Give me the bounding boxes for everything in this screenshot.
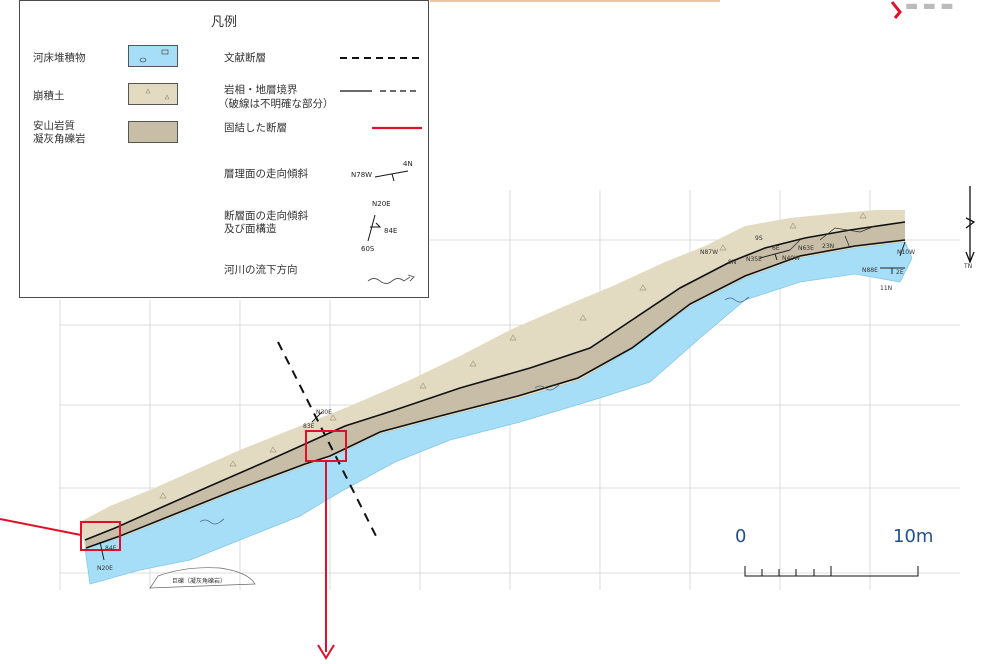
label-83e: 83E (303, 423, 315, 430)
logo-mark-icon (890, 1, 902, 19)
label-n10w: N10W (897, 249, 915, 256)
legend-fault-strike: N20E (372, 200, 391, 208)
legend-fault-plane-label-1: 断層面の走向傾斜 (224, 210, 308, 222)
legend-andesite-label-1: 安山岩質 (33, 120, 75, 132)
river-flow-arrows (199, 296, 750, 525)
legend-symbols: N78W 4N N20E 84E 60S (139, 49, 422, 284)
strike-dip-symbols (99, 241, 906, 561)
label-n40w: N40W (782, 255, 800, 262)
legend-fault-dip: 84E (384, 227, 397, 235)
legend-bedding-label: 層理面の走向傾斜 (224, 168, 308, 180)
legend-fault-plane-label-2: 及び面構造 (224, 223, 277, 235)
talus-symbols (159, 212, 867, 499)
label-n35e: N35E (746, 256, 762, 263)
legend-fault-lineation: 60S (361, 245, 375, 253)
andesite-breccia-area (85, 222, 905, 548)
minor-fault-traces (789, 225, 876, 251)
andesite-swatch (128, 121, 178, 143)
legend-talus-label: 崩積土 (33, 90, 65, 102)
pointer-line-left (0, 518, 82, 536)
upper-boundary-line (84, 221, 906, 541)
legend-boundary-label: 岩相・地層境界 (224, 84, 298, 96)
legend-flow-label: 河川の流下方向 (224, 264, 298, 276)
lower-boundary-line (85, 239, 906, 549)
label-left-84e: 84E (105, 545, 117, 552)
highlight-box-left[interactable] (80, 521, 121, 551)
literature-fault-line (277, 341, 379, 541)
label-n30e: N30E (316, 409, 332, 416)
scale-zero-label: 0 (735, 526, 747, 547)
label-tn: TN (963, 263, 972, 270)
label-9s: 9S (755, 235, 763, 242)
label-2e: 2E (896, 269, 904, 276)
label-n63e: N63E (798, 245, 814, 252)
legend-lit-fault-label: 文献断層 (224, 52, 266, 64)
legend-consolidated-fault-label: 固結した断層 (224, 122, 287, 134)
outcrop-label: 巨礫（凝灰角礫岩） (172, 577, 226, 585)
legend-bedding-strike: N78W (351, 171, 372, 179)
talus-swatch (128, 83, 178, 105)
legend-boundary-note: （破線は不明確な部分） (218, 98, 334, 110)
label-23n: 23N (822, 243, 834, 250)
outcrop-outline (149, 567, 256, 589)
logo-text: ▬ ▬ ▬ (905, 0, 954, 14)
label-left-n20e: N20E (97, 565, 113, 572)
label-6e: 6E (772, 245, 780, 252)
scale-bar (744, 566, 919, 577)
north-arrow-icon (965, 186, 976, 264)
label-8n: 8N (728, 259, 736, 266)
label-n87w: N87W (700, 249, 718, 256)
label-11n: 11N (880, 285, 892, 292)
legend-riverbed-label: 河床堆積物 (33, 52, 86, 64)
legend-andesite-label-2: 凝灰角礫岩 (33, 133, 86, 145)
arrow-down-icon (317, 644, 335, 660)
label-n88e: N88E (862, 267, 878, 274)
legend-panel: 凡例 河床堆積物 崩積土 安山岩質 凝灰角礫岩 文献断層 岩相・地層境界 （破線… (19, 0, 429, 298)
legend-bedding-dip: 4N (403, 160, 413, 168)
scale-ten-label: 10m (893, 526, 934, 547)
legend-title: 凡例 (210, 15, 237, 30)
